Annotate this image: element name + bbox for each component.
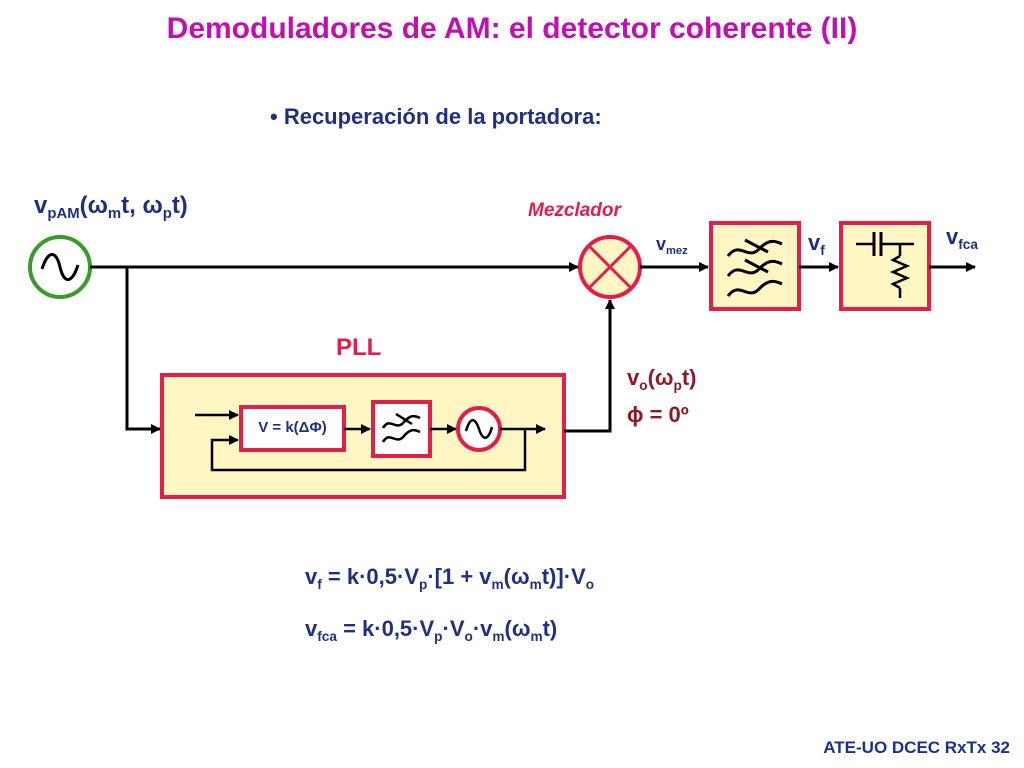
phase-label: ϕ = 0º — [627, 402, 689, 427]
dc-block-icon — [839, 221, 931, 311]
vmez-label: vmez — [656, 234, 688, 257]
pll-input-line — [125, 267, 161, 434]
mixer-label: Mezclador — [528, 200, 621, 221]
pll-block — [160, 373, 566, 499]
mixer-icon — [578, 235, 642, 299]
equation-vfca: vfca = k·0,5·Vp·Vo·vm(ωmt) — [305, 616, 558, 644]
signal-source-icon — [28, 235, 92, 299]
page-title: Demoduladores de AM: el detector coheren… — [166, 12, 858, 45]
loop-filter-icon — [371, 400, 432, 458]
vo-label: vo(ωpt) — [627, 365, 697, 393]
phase-detector-label: V = k(ΔΦ) — [258, 419, 327, 436]
equation-vf: vf = k·0,5·Vp·[1 + vm(ωmt)]·Vo — [305, 564, 595, 592]
pll-label: PLL — [336, 334, 382, 361]
vf-label: vf — [808, 230, 825, 258]
lowpass-filter-icon — [709, 221, 801, 311]
pll-output-line — [564, 299, 615, 433]
input-signal-label: vpAM(ωmt, ωpt) — [34, 192, 188, 223]
bullet-recuperacion: • Recuperación de la portadora: — [270, 104, 602, 129]
footer-reference: ATE-UO DCEC RxTx 32 — [823, 738, 1010, 757]
vco-icon — [456, 406, 502, 452]
vfca-label: vfca — [946, 224, 978, 252]
